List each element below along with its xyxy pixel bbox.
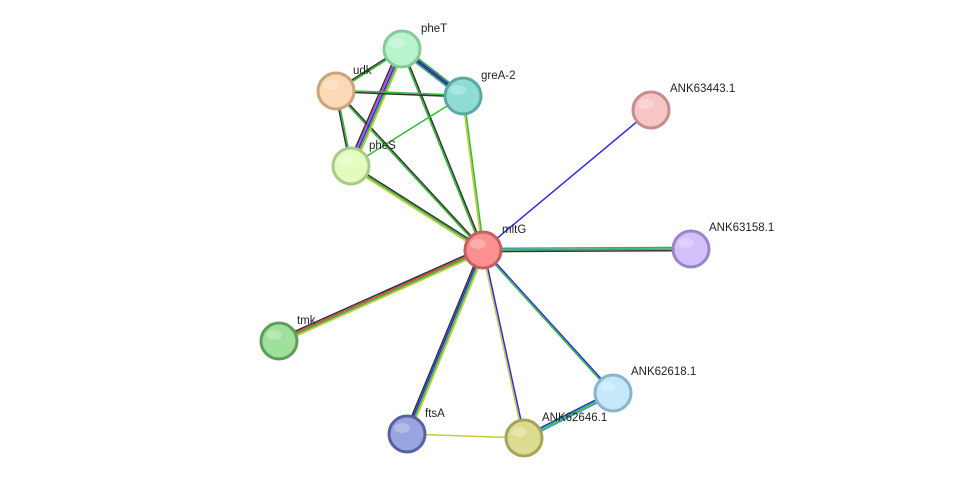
edge-mltG-pheS — [349, 164, 485, 252]
edge-evidence-line — [277, 247, 483, 340]
edge-evidence-line — [336, 89, 464, 96]
edge-evidence-line — [482, 109, 652, 251]
edge-evidence-line — [353, 49, 406, 168]
node-highlight — [389, 38, 405, 48]
node-ftsA[interactable]: ftsA — [387, 408, 445, 454]
node-label: ANK63158.1 — [709, 222, 774, 234]
edge-evidence-line — [347, 47, 400, 166]
edge-evidence-line — [483, 249, 692, 253]
edge-evidence-line — [481, 250, 613, 395]
node-label: mltG — [502, 224, 526, 236]
edge-evidence-line — [348, 48, 402, 166]
edge-evidence-line — [461, 96, 483, 251]
node-highlight — [470, 239, 486, 249]
edge-mltG-ANK63158.1 — [482, 246, 692, 253]
node-highlight — [323, 80, 339, 90]
edge-evidence-line — [279, 250, 484, 343]
edge-evidence-line — [404, 248, 482, 434]
edge-mltG-ANK62646.1 — [481, 249, 526, 439]
node-tmk[interactable]: tmk — [259, 315, 316, 361]
edge-evidence-line — [482, 248, 692, 251]
node-udk[interactable]: udk — [316, 65, 372, 111]
node-ANK63443.1[interactable]: ANK63443.1 — [631, 83, 735, 130]
edge-evidence-line — [350, 165, 484, 251]
node-label: udk — [353, 65, 372, 77]
edge-mltG-ANK63443.1 — [482, 109, 652, 251]
edge-evidence-line — [483, 248, 615, 393]
node-pheS[interactable]: pheS — [331, 140, 396, 186]
node-ANK62646.1[interactable]: ANK62646.1 — [504, 412, 607, 458]
node-label: ANK62618.1 — [631, 366, 696, 378]
node-circle[interactable] — [382, 29, 422, 69]
node-label: greA-2 — [481, 70, 516, 82]
edge-evidence-line — [481, 250, 524, 439]
edge-evidence-line — [335, 91, 463, 98]
node-highlight — [266, 330, 282, 340]
edge-evidence-line — [405, 249, 483, 434]
edge-mltG-pheT — [400, 48, 485, 251]
edge-mltG-ANK62618.1 — [481, 248, 615, 395]
edge-ftsA-ANK62646.1 — [406, 433, 525, 439]
node-ANK63158.1[interactable]: ANK63158.1 — [671, 222, 774, 269]
edge-evidence-line — [278, 248, 483, 341]
edge-evidence-line — [334, 91, 483, 252]
edge-evidence-line — [336, 89, 485, 250]
edge-evidence-line — [349, 166, 483, 252]
edge-evidence-line — [350, 48, 403, 167]
node-highlight — [600, 382, 616, 392]
edge-evidence-line — [351, 164, 485, 250]
node-highlight — [511, 427, 527, 437]
node-circle[interactable] — [331, 146, 371, 186]
node-label: ftsA — [425, 408, 445, 420]
node-pheT[interactable]: pheT — [382, 23, 447, 69]
node-highlight — [450, 85, 466, 95]
node-label: pheT — [421, 23, 447, 35]
node-circle[interactable] — [504, 418, 544, 458]
node-highlight — [338, 155, 354, 165]
node-highlight — [638, 99, 654, 109]
edge-mltG-tmk — [277, 247, 485, 344]
edge-evidence-line — [406, 433, 525, 439]
edge-evidence-line — [483, 249, 526, 438]
edge-evidence-line — [482, 246, 691, 250]
node-circle[interactable] — [316, 71, 356, 111]
node-highlight — [394, 423, 410, 433]
node-circle[interactable] — [443, 76, 483, 116]
edge-evidence-line — [463, 95, 485, 250]
node-circle[interactable] — [631, 90, 671, 130]
node-circle[interactable] — [259, 321, 299, 361]
node-highlight — [678, 238, 694, 248]
node-greA-2[interactable]: greA-2 — [443, 70, 516, 116]
edge-evidence-line — [400, 49, 483, 251]
edge-evidence-line — [351, 49, 405, 167]
node-circle[interactable] — [671, 229, 711, 269]
node-label: ANK63443.1 — [670, 83, 735, 95]
node-circle[interactable] — [387, 414, 427, 454]
node-mltG[interactable]: mltG — [463, 224, 526, 270]
edge-mltG-greA-2 — [461, 95, 485, 251]
edge-mltG-udk — [334, 89, 485, 252]
edge-evidence-line — [407, 250, 485, 435]
node-circle[interactable] — [463, 230, 503, 270]
edge-evidence-line — [279, 251, 485, 344]
edge-layer — [277, 46, 692, 441]
node-label: ANK62646.1 — [542, 412, 607, 424]
edge-pheT-pheS — [347, 47, 406, 168]
node-label: pheS — [369, 140, 396, 152]
edge-greA-2-pheS — [350, 95, 464, 167]
edge-udk-greA-2 — [335, 89, 464, 98]
node-ANK62618.1[interactable]: ANK62618.1 — [593, 366, 696, 413]
node-label: tmk — [297, 315, 316, 327]
edge-evidence-line — [350, 95, 464, 167]
node-circle[interactable] — [593, 373, 633, 413]
edge-evidence-line — [408, 250, 486, 436]
edge-mltG-ftsA — [404, 248, 486, 436]
edge-evidence-line — [402, 48, 485, 250]
